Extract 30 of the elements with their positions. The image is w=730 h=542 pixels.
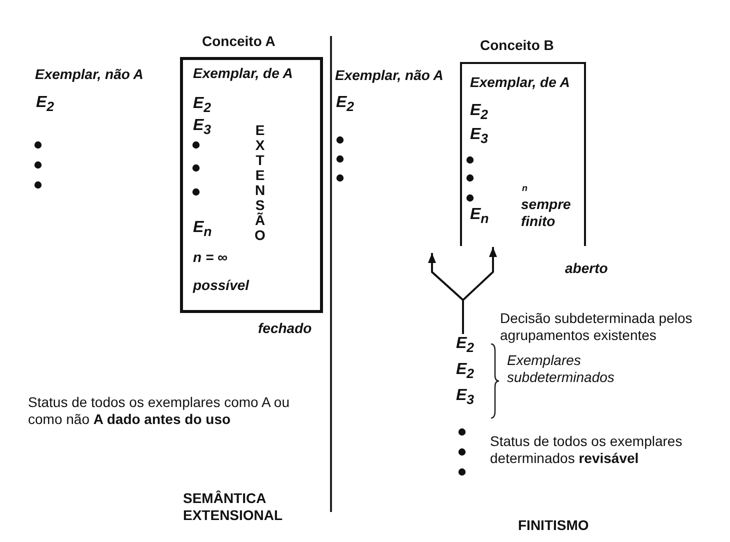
box-caption: fechado [258, 320, 312, 337]
exemplar-symbol: E$_{2}$ [36, 94, 54, 116]
exemplar-symbol: E$_{2}$ [470, 102, 488, 124]
exemplar-symbol: E$_{3}$ [193, 117, 212, 138]
finite-note: sempre finito [521, 196, 572, 230]
status-note: Status de todos os exemplares determinados revisável [490, 433, 684, 467]
exemplar-symbol: E$_{2}$ [193, 95, 212, 116]
column-heading: Exemplar, não A [35, 66, 144, 83]
exemplar-symbol: E$_{2}$ [456, 361, 474, 382]
column-heading: Exemplar, de A [470, 74, 570, 91]
exemplar-symbol: E$_{3}$ [470, 126, 488, 148]
box-heading: Conceito B [480, 37, 554, 54]
column-heading: Exemplar, não A [335, 67, 444, 84]
status-note: Status de todos os exemplares como A ou como não A dado antes do uso [28, 394, 290, 428]
exemplar-symbol: E$_{2}$ [456, 335, 474, 356]
exemplar-symbol: E$_{2}$ [336, 94, 354, 116]
decision-note: Decisão subdeterminada pelos agrupamentos existentes [500, 310, 694, 344]
bracket-note: Exemplares subdeterminados [507, 352, 616, 386]
exemplar-symbol: E$_{n}$ [470, 206, 489, 228]
section-title: FINITISMO [518, 517, 589, 534]
section-title: SEMÂNTICA EXTENSIONAL [183, 490, 284, 524]
exemplar-symbol: E$_{3}$ [456, 387, 474, 408]
vertical-heading: EXTENSÃO [252, 122, 268, 242]
exemplar-symbol: E$_{n}$ [193, 219, 212, 240]
box-caption: aberto [565, 260, 608, 277]
small-n: n [522, 182, 528, 195]
box-heading: Conceito A [202, 33, 276, 50]
arrow [462, 247, 497, 334]
column-heading: Exemplar, de A [193, 65, 293, 82]
infinity-note: n = ∞ possível [193, 248, 250, 295]
